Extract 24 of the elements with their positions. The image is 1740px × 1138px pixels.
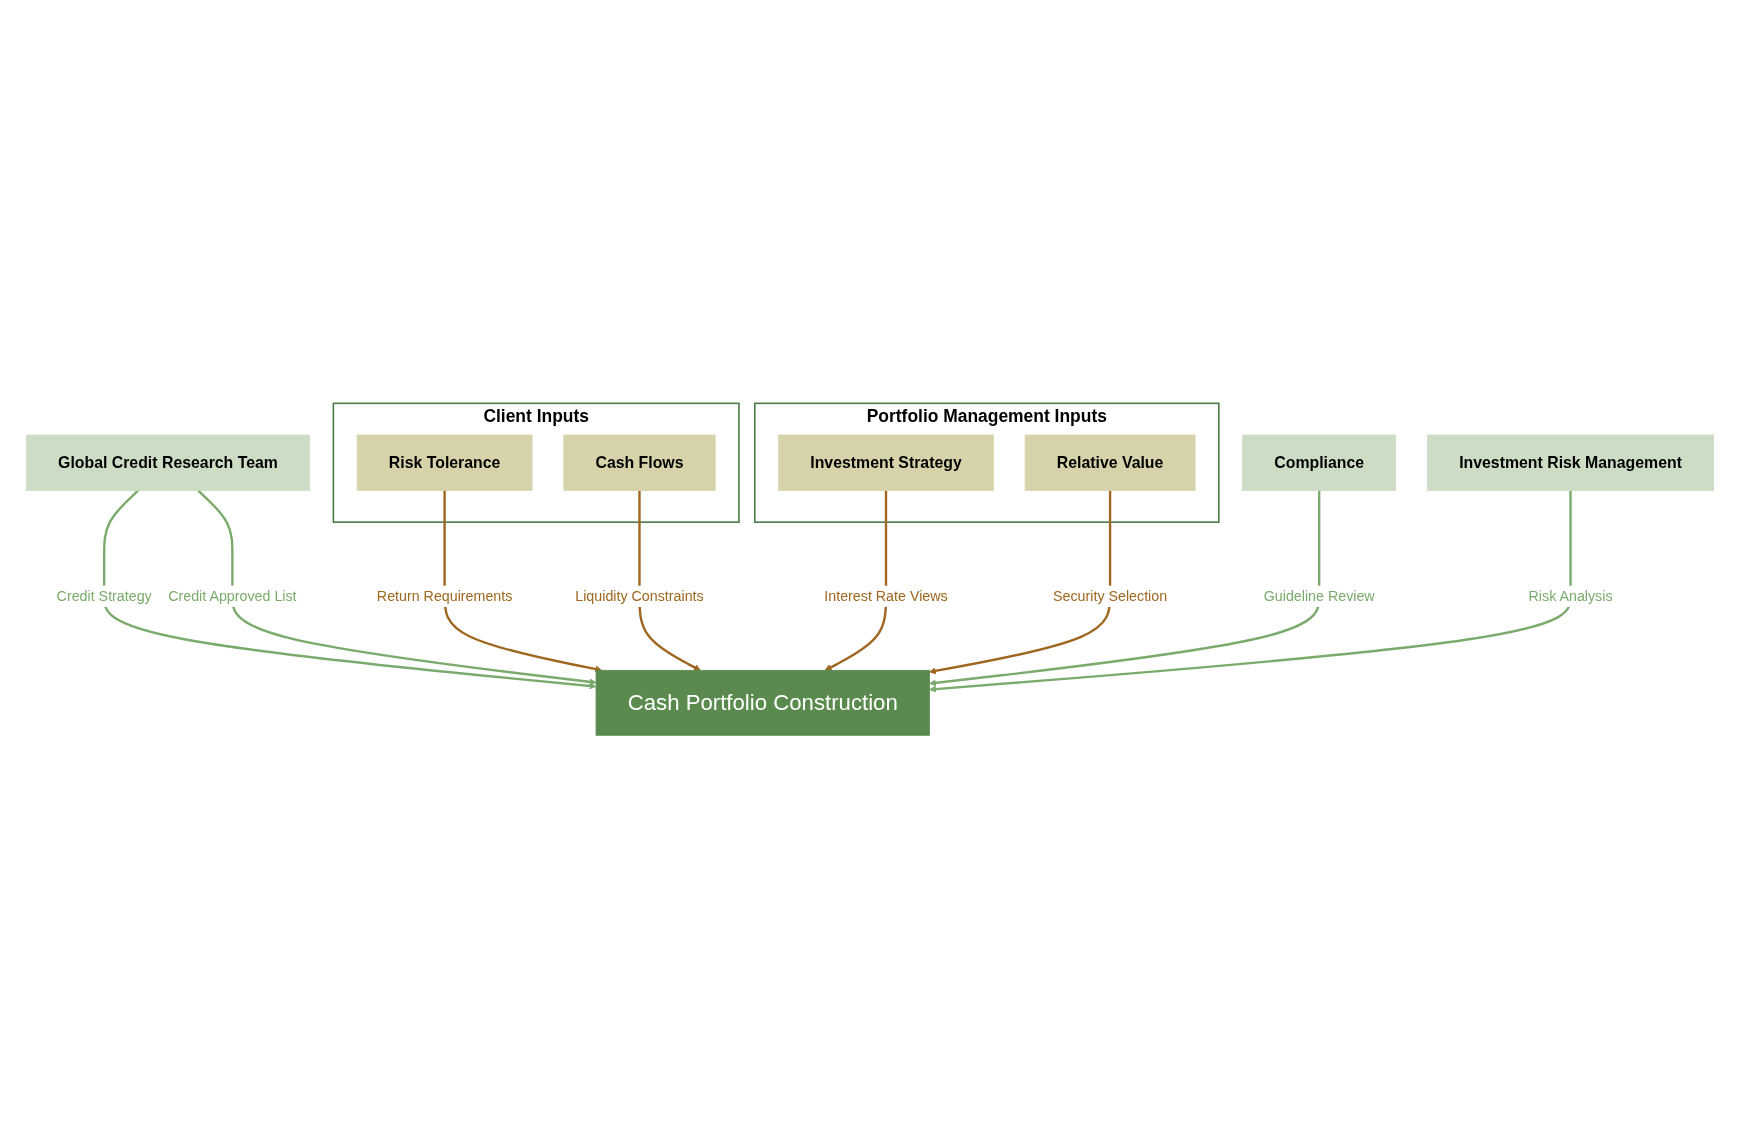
edge-label: Credit Approved List xyxy=(168,587,297,604)
node-box: Compliance xyxy=(1242,434,1397,491)
arrow xyxy=(929,490,1321,686)
arrow xyxy=(929,490,1572,693)
edge-label: Return Requirements xyxy=(376,587,513,604)
node-box: Risk Tolerance xyxy=(356,434,533,491)
edge-label: Liquidity Constraints xyxy=(575,587,704,604)
edge-label: Credit Strategy xyxy=(56,587,152,604)
node-box: Global Credit Research Team xyxy=(25,434,310,491)
arrow xyxy=(638,490,701,671)
edge-label: Interest Rate Views xyxy=(824,587,948,604)
node-box: Cash Portfolio Construction xyxy=(595,669,930,736)
arrow xyxy=(824,490,888,671)
arrow xyxy=(929,490,1112,674)
node-box: Investment Strategy xyxy=(778,434,994,491)
edge-label: Risk Analysis xyxy=(1528,587,1613,604)
node-box: Relative Value xyxy=(1024,434,1196,491)
arrow xyxy=(197,489,597,685)
arrow xyxy=(443,490,602,673)
node-box: Investment Risk Management xyxy=(1427,434,1715,491)
arrow xyxy=(103,489,597,690)
edge-label: Security Selection xyxy=(1053,587,1168,604)
node-box: Cash Flows xyxy=(563,434,716,491)
edge-label: Guideline Review xyxy=(1263,587,1375,604)
